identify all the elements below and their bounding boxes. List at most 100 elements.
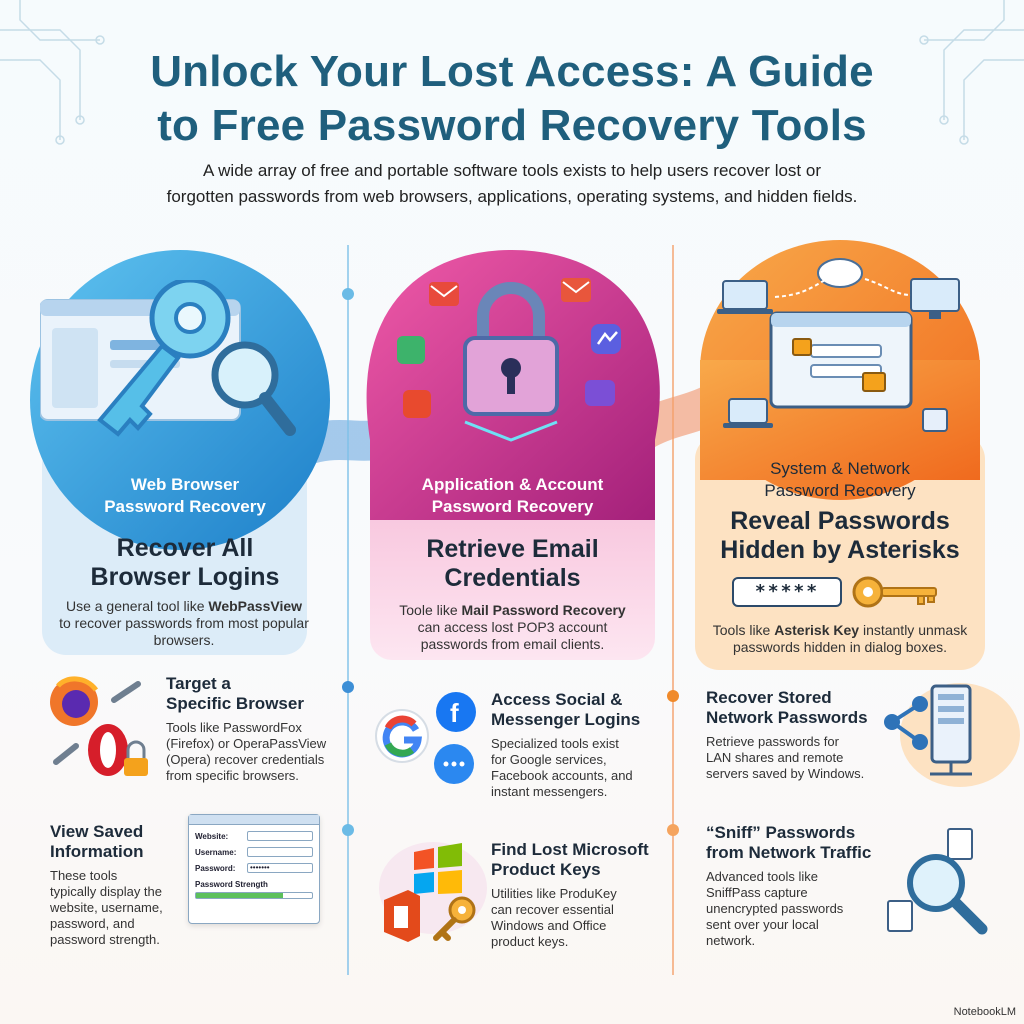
section-target-browser: Target a Specific Browser Tools like Pas… — [166, 674, 341, 784]
magnifier-icon — [211, 341, 296, 436]
sniff-illustration — [887, 828, 988, 935]
timeline-dot — [342, 824, 354, 836]
cloud-icon — [817, 258, 863, 288]
desc-app-tool: Mail Password Recovery — [461, 602, 626, 618]
password-label: Password: — [195, 863, 236, 873]
section-social-line: instant messengers. — [491, 784, 608, 799]
firefox-icon — [50, 676, 99, 726]
section-view-saved-title2: Information — [50, 842, 144, 861]
browser-logos-illustration — [50, 676, 148, 776]
section-product-keys-line: can recover essential — [491, 902, 614, 917]
desc-system-line2: passwords hidden in dialog boxes. — [732, 639, 948, 655]
heading-browser-line2: Browser Logins — [90, 563, 280, 591]
monitor-icon — [910, 278, 960, 319]
section-sniff-line: unencrypted passwords — [706, 901, 844, 916]
notebooklm-badge: NotebookLM — [953, 1006, 1016, 1018]
heading-browser: Recover All Browser Logins — [60, 534, 310, 592]
column-label-system-line2: Password Recovery — [764, 481, 916, 500]
section-view-saved-line: password, and — [50, 916, 135, 931]
heading-app-line1: Retrieve Email — [426, 535, 599, 563]
column-label-app-line2: Password Recovery — [431, 497, 594, 516]
lock-icon — [124, 740, 148, 776]
section-target-browser-title2: Specific Browser — [166, 694, 304, 713]
section-target-browser-line: Tools like PasswordFox — [166, 720, 302, 735]
section-network-title1: Recover Stored — [706, 688, 832, 707]
password-row: Password: ••••••• — [195, 863, 313, 873]
desc-browser-tool: WebPassView — [208, 598, 303, 614]
social-logos-illustration: f — [375, 692, 476, 784]
browser-window-icon — [769, 311, 913, 409]
username-row: Username: — [195, 847, 313, 857]
heading-system-line2: Hidden by Asterisks — [720, 536, 960, 564]
laptop-icon — [717, 280, 773, 428]
app-icon-green — [397, 336, 425, 364]
column-label-browser: Web Browser Password Recovery — [70, 474, 300, 518]
page-title: Unlock Your Lost Access: A Guide to Free… — [0, 45, 1024, 153]
svg-text:f: f — [450, 698, 459, 728]
column-label-system: System & Network Password Recovery — [715, 458, 965, 502]
desc-system-tool: Asterisk Key — [774, 622, 860, 638]
section-social-line: Facebook accounts, and — [491, 768, 633, 783]
section-product-keys-line: Utilities like ProduKey — [491, 886, 617, 901]
padlock-icon — [463, 282, 559, 416]
masked-password-field: ***** — [732, 577, 842, 607]
heading-system-line1: Reveal Passwords — [730, 507, 950, 535]
server-share-illustration — [884, 683, 1020, 787]
section-sniff-line: network. — [706, 933, 756, 948]
heading-browser-line1: Recover All — [116, 534, 254, 562]
password-strength-meter — [195, 892, 313, 899]
circuit-decoration-left — [0, 0, 105, 145]
section-sniff-line: SniffPass capture — [706, 885, 808, 900]
section-network: Recover Stored Network Passwords Retriev… — [706, 688, 886, 782]
chat-icon — [585, 380, 615, 406]
section-network-line: servers saved by Windows. — [706, 766, 865, 781]
chat-icon — [434, 744, 474, 784]
magnifier-icon — [907, 854, 988, 935]
wrench-icon — [53, 681, 141, 765]
column-label-app-line1: Application & Account — [421, 475, 604, 494]
section-social-title1: Access Social & — [491, 690, 623, 709]
desc-browser-line1: to recover passwords from most popular — [59, 615, 309, 631]
lock-icon — [792, 338, 948, 432]
section-product-keys-line: Windows and Office — [491, 918, 607, 933]
column-label-app: Application & Account Password Recovery — [385, 474, 640, 518]
mail-icon — [429, 278, 591, 306]
website-label: Website: — [195, 831, 229, 841]
section-view-saved-line: typically display the — [50, 884, 162, 899]
saved-credentials-window: Website: Username: Password: ••••••• Pass… — [188, 814, 320, 924]
subtitle-line-1: A wide array of free and portable softwa… — [203, 161, 821, 180]
password-strength-fill — [196, 893, 283, 898]
section-view-saved: View Saved Information These tools typic… — [50, 822, 185, 948]
column-label-browser-line1: Web Browser — [130, 475, 240, 494]
desc-system-line1: instantly unmask — [859, 622, 968, 638]
page-subtitle: A wide array of free and portable softwa… — [112, 158, 912, 210]
section-view-saved-line: website, username, — [50, 900, 163, 915]
messenger-icon — [591, 324, 621, 354]
column-label-browser-line2: Password Recovery — [104, 497, 266, 516]
circuit-decoration-right — [919, 0, 1024, 145]
section-sniff-title1: “Sniff” Passwords — [706, 823, 856, 842]
desc-browser-prefix: Use a general tool like — [65, 598, 209, 614]
title-line-2: to Free Password Recovery Tools — [157, 101, 867, 150]
username-label: Username: — [195, 847, 237, 857]
section-target-browser-line: (Opera) recover credentials — [166, 752, 325, 767]
section-sniff-line: sent over your local — [706, 917, 819, 932]
section-target-browser-title1: Target a — [166, 674, 231, 693]
app-icon-red — [403, 390, 431, 418]
timeline-dot — [342, 681, 354, 693]
password-field: ••••••• — [247, 863, 313, 873]
share-icon — [884, 696, 928, 750]
website-row: Website: — [195, 831, 313, 841]
google-icon — [375, 709, 429, 763]
timeline-dot — [667, 824, 679, 836]
subtitle-line-2: forgotten passwords from web browsers, a… — [166, 187, 858, 206]
username-field — [247, 847, 313, 857]
section-view-saved-title1: View Saved — [50, 822, 144, 841]
network-illustration — [717, 258, 960, 432]
section-view-saved-line: These tools — [50, 868, 118, 883]
section-social-title2: Messenger Logins — [491, 710, 641, 729]
office-icon — [384, 890, 420, 942]
browser-key-illustration — [40, 280, 296, 437]
opera-icon — [88, 724, 128, 776]
heading-app: Retrieve Email Credentials — [380, 535, 645, 593]
